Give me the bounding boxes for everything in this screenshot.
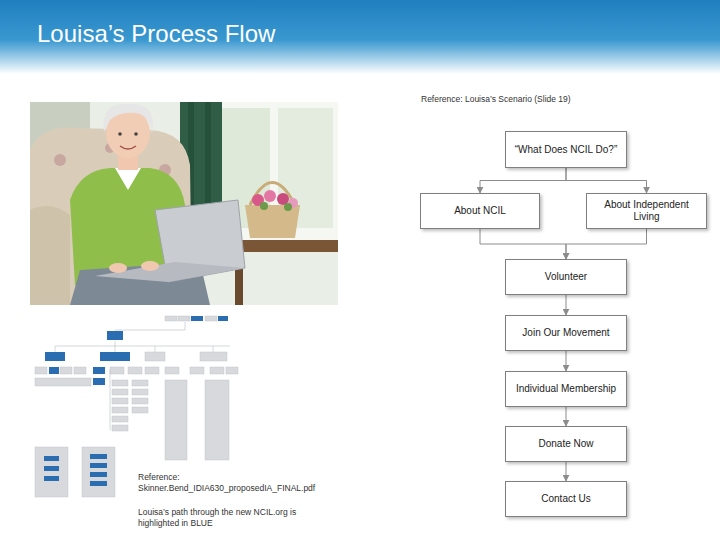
flow-arrow — [480, 168, 566, 193]
process-box: Contact Us — [505, 481, 627, 517]
box-label: “What Does NCIL Do?” — [515, 144, 617, 156]
flow-arrow — [566, 407, 567, 426]
flow-arrow — [566, 229, 647, 259]
process-box: “What Does NCIL Do?” — [505, 131, 627, 168]
flow-arrow — [480, 229, 566, 259]
process-box: Individual Membership — [505, 371, 627, 407]
slide-title: Louisa’s Process Flow — [37, 20, 275, 48]
process-box: Volunteer — [505, 259, 627, 295]
process-box: About NCIL — [420, 193, 540, 229]
box-label: About Independent Living — [593, 199, 700, 223]
flow-arrow — [566, 462, 567, 481]
process-box: Join Our Movement — [505, 315, 627, 351]
reference-note: Reference: Louisa’s Scenario (Slide 19) — [421, 94, 621, 105]
box-label: Join Our Movement — [522, 327, 609, 339]
reference-note: Reference: Skinner.Bend_IDIA630_proposed… — [138, 472, 353, 493]
flow-arrow — [566, 295, 567, 315]
reference-note: Louisa’s path through the new NCIL.org i… — [138, 507, 328, 528]
flow-arrow — [566, 168, 647, 193]
box-label: Individual Membership — [516, 383, 616, 395]
flow-arrow — [566, 351, 567, 371]
process-box: About Independent Living — [586, 193, 707, 229]
process-box: Donate Now — [505, 426, 627, 462]
box-label: Volunteer — [545, 271, 587, 283]
box-label: About NCIL — [454, 205, 506, 217]
box-label: Contact Us — [541, 493, 590, 505]
box-label: Donate Now — [538, 438, 593, 450]
